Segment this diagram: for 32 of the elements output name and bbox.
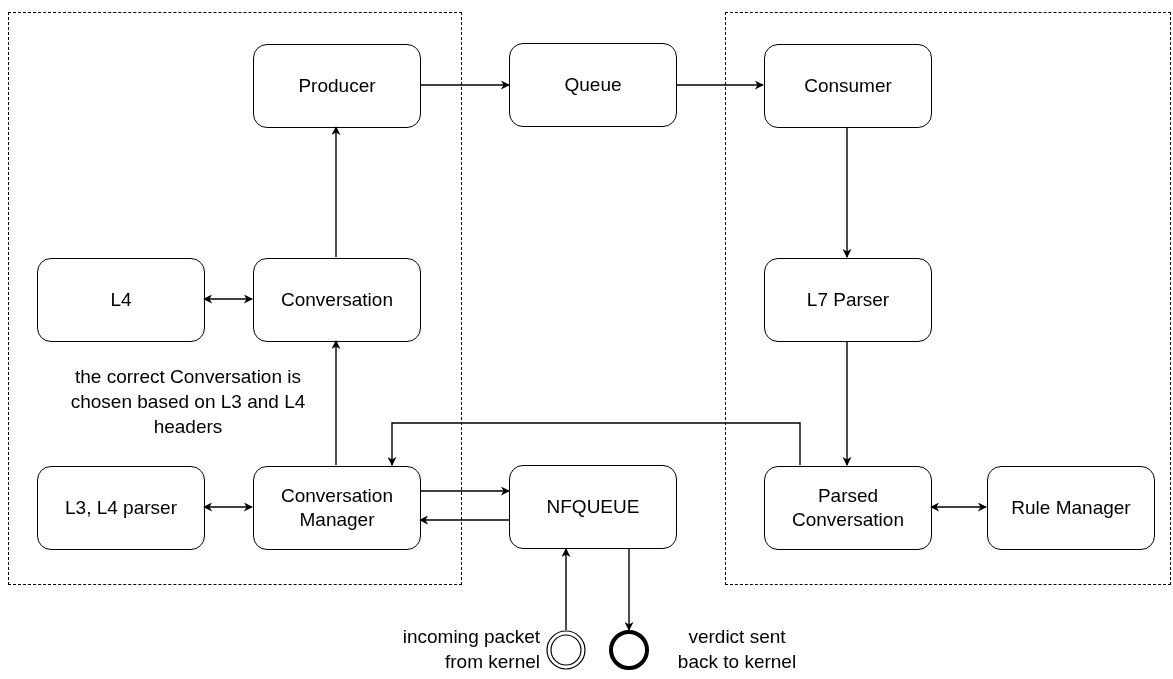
- arrow: [624, 548, 634, 631]
- process-box: Conversation: [253, 258, 421, 342]
- arrow: [387, 422, 801, 466]
- process-box: Consumer: [764, 44, 932, 128]
- arrow: [203, 294, 253, 304]
- process-box: Rule Manager: [987, 466, 1155, 550]
- arrow: [331, 126, 341, 258]
- process-box: L3, L4 parser: [37, 466, 205, 550]
- process-box: NFQUEUE: [509, 465, 677, 549]
- process-box: Conversation Manager: [253, 466, 421, 550]
- group-boundary: [8, 12, 462, 585]
- arrow: [331, 340, 341, 466]
- arrow: [930, 502, 987, 512]
- event-caption: verdict sent back to kernel: [676, 625, 798, 674]
- arrow: [419, 80, 510, 90]
- process-box: Queue: [509, 43, 677, 127]
- event-caption: incoming packet from kernel: [401, 625, 540, 674]
- process-box: Parsed Conversation: [764, 466, 932, 550]
- arrow: [419, 486, 510, 496]
- arrow: [203, 502, 253, 512]
- start-event-circle: [546, 630, 586, 670]
- arrow: [842, 126, 852, 258]
- arrow: [676, 80, 764, 90]
- arrow: [842, 340, 852, 466]
- process-box: Producer: [253, 44, 421, 128]
- arrow: [419, 515, 510, 525]
- process-box: L4: [37, 258, 205, 342]
- group-boundary: [725, 12, 1171, 585]
- end-event-circle: [609, 630, 649, 670]
- arrow: [561, 548, 571, 631]
- annotation-text: the correct Conversation is chosen based on L3 and L4 headers: [69, 365, 307, 439]
- process-box: L7 Parser: [764, 258, 932, 342]
